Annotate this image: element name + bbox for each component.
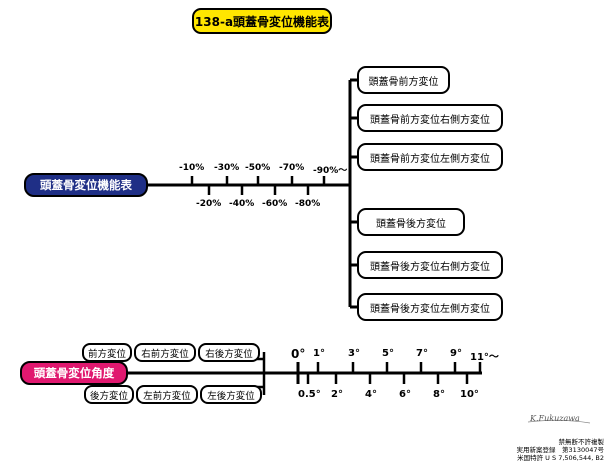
degree-label-upper: 0° <box>291 347 306 361</box>
angle-chip-anterior: 前方変位 <box>82 343 132 362</box>
angle-chip-right-anterior: 右前方変位 <box>134 343 196 362</box>
percent-label-lower: -60% <box>262 199 288 209</box>
percent-label-lower: -40% <box>229 199 255 209</box>
main-label: 頭蓋骨変位機能表 <box>24 173 148 197</box>
degree-label-lower: 8° <box>433 389 445 400</box>
percent-label-upper: -10% <box>179 163 205 173</box>
degree-label-upper: 5° <box>382 348 394 359</box>
degree-label-lower: 6° <box>399 389 411 400</box>
branch-node-anterior-left: 頭蓋骨前方変位左側方変位 <box>357 143 503 171</box>
degree-label-upper: 7° <box>416 348 428 359</box>
footer-line: 米国特許 U S 7,506,544, B2 <box>517 454 604 462</box>
percent-label-upper: -90%〜 <box>313 166 348 176</box>
percent-label-lower: -20% <box>196 199 222 209</box>
percent-label-upper: -70% <box>279 163 305 173</box>
degree-label-upper: 1° <box>313 348 325 359</box>
degree-label-lower: 2° <box>331 389 343 400</box>
footer-line: 禁無断不許複製 <box>558 438 605 446</box>
angle-label: 頭蓋骨変位角度 <box>20 361 128 385</box>
angle-chip-posterior: 後方変位 <box>84 385 134 404</box>
signature-stroke <box>527 419 591 424</box>
angle-chip-left-anterior: 左前方変位 <box>136 385 198 404</box>
signature: K.Fukuzawa <box>530 414 580 423</box>
degree-label-lower: 4° <box>365 389 377 400</box>
degree-label-upper: 9° <box>450 348 462 359</box>
branch-node-posterior-left: 頭蓋骨後方変位左側方変位 <box>357 293 503 321</box>
branch-node-anterior: 頭蓋骨前方変位 <box>357 66 450 94</box>
degree-label-lower: 0.5° <box>298 389 321 400</box>
percent-label-upper: -50% <box>245 163 271 173</box>
percent-label-lower: -80% <box>295 199 321 209</box>
page-title: 138-a頭蓋骨変位機能表 <box>192 8 332 34</box>
degree-label-upper: 3° <box>348 348 360 359</box>
degree-label-lower: 10° <box>460 389 479 400</box>
footer-line: 実用新案登録 第3130047号 <box>516 446 604 454</box>
branch-node-posterior: 頭蓋骨後方変位 <box>357 208 465 236</box>
branch-node-anterior-right: 頭蓋骨前方変位右側方変位 <box>357 104 503 132</box>
branch-node-posterior-right: 頭蓋骨後方変位右側方変位 <box>357 251 503 279</box>
angle-chip-right-posterior: 右後方変位 <box>198 343 260 362</box>
copyright-footer: 禁無断不許複製 実用新案登録 第3130047号 米国特許 U S 7,506,… <box>517 438 604 462</box>
percent-label-upper: -30% <box>214 163 240 173</box>
degree-label-upper: 11°〜 <box>470 352 499 363</box>
angle-chip-left-posterior: 左後方変位 <box>200 385 262 404</box>
